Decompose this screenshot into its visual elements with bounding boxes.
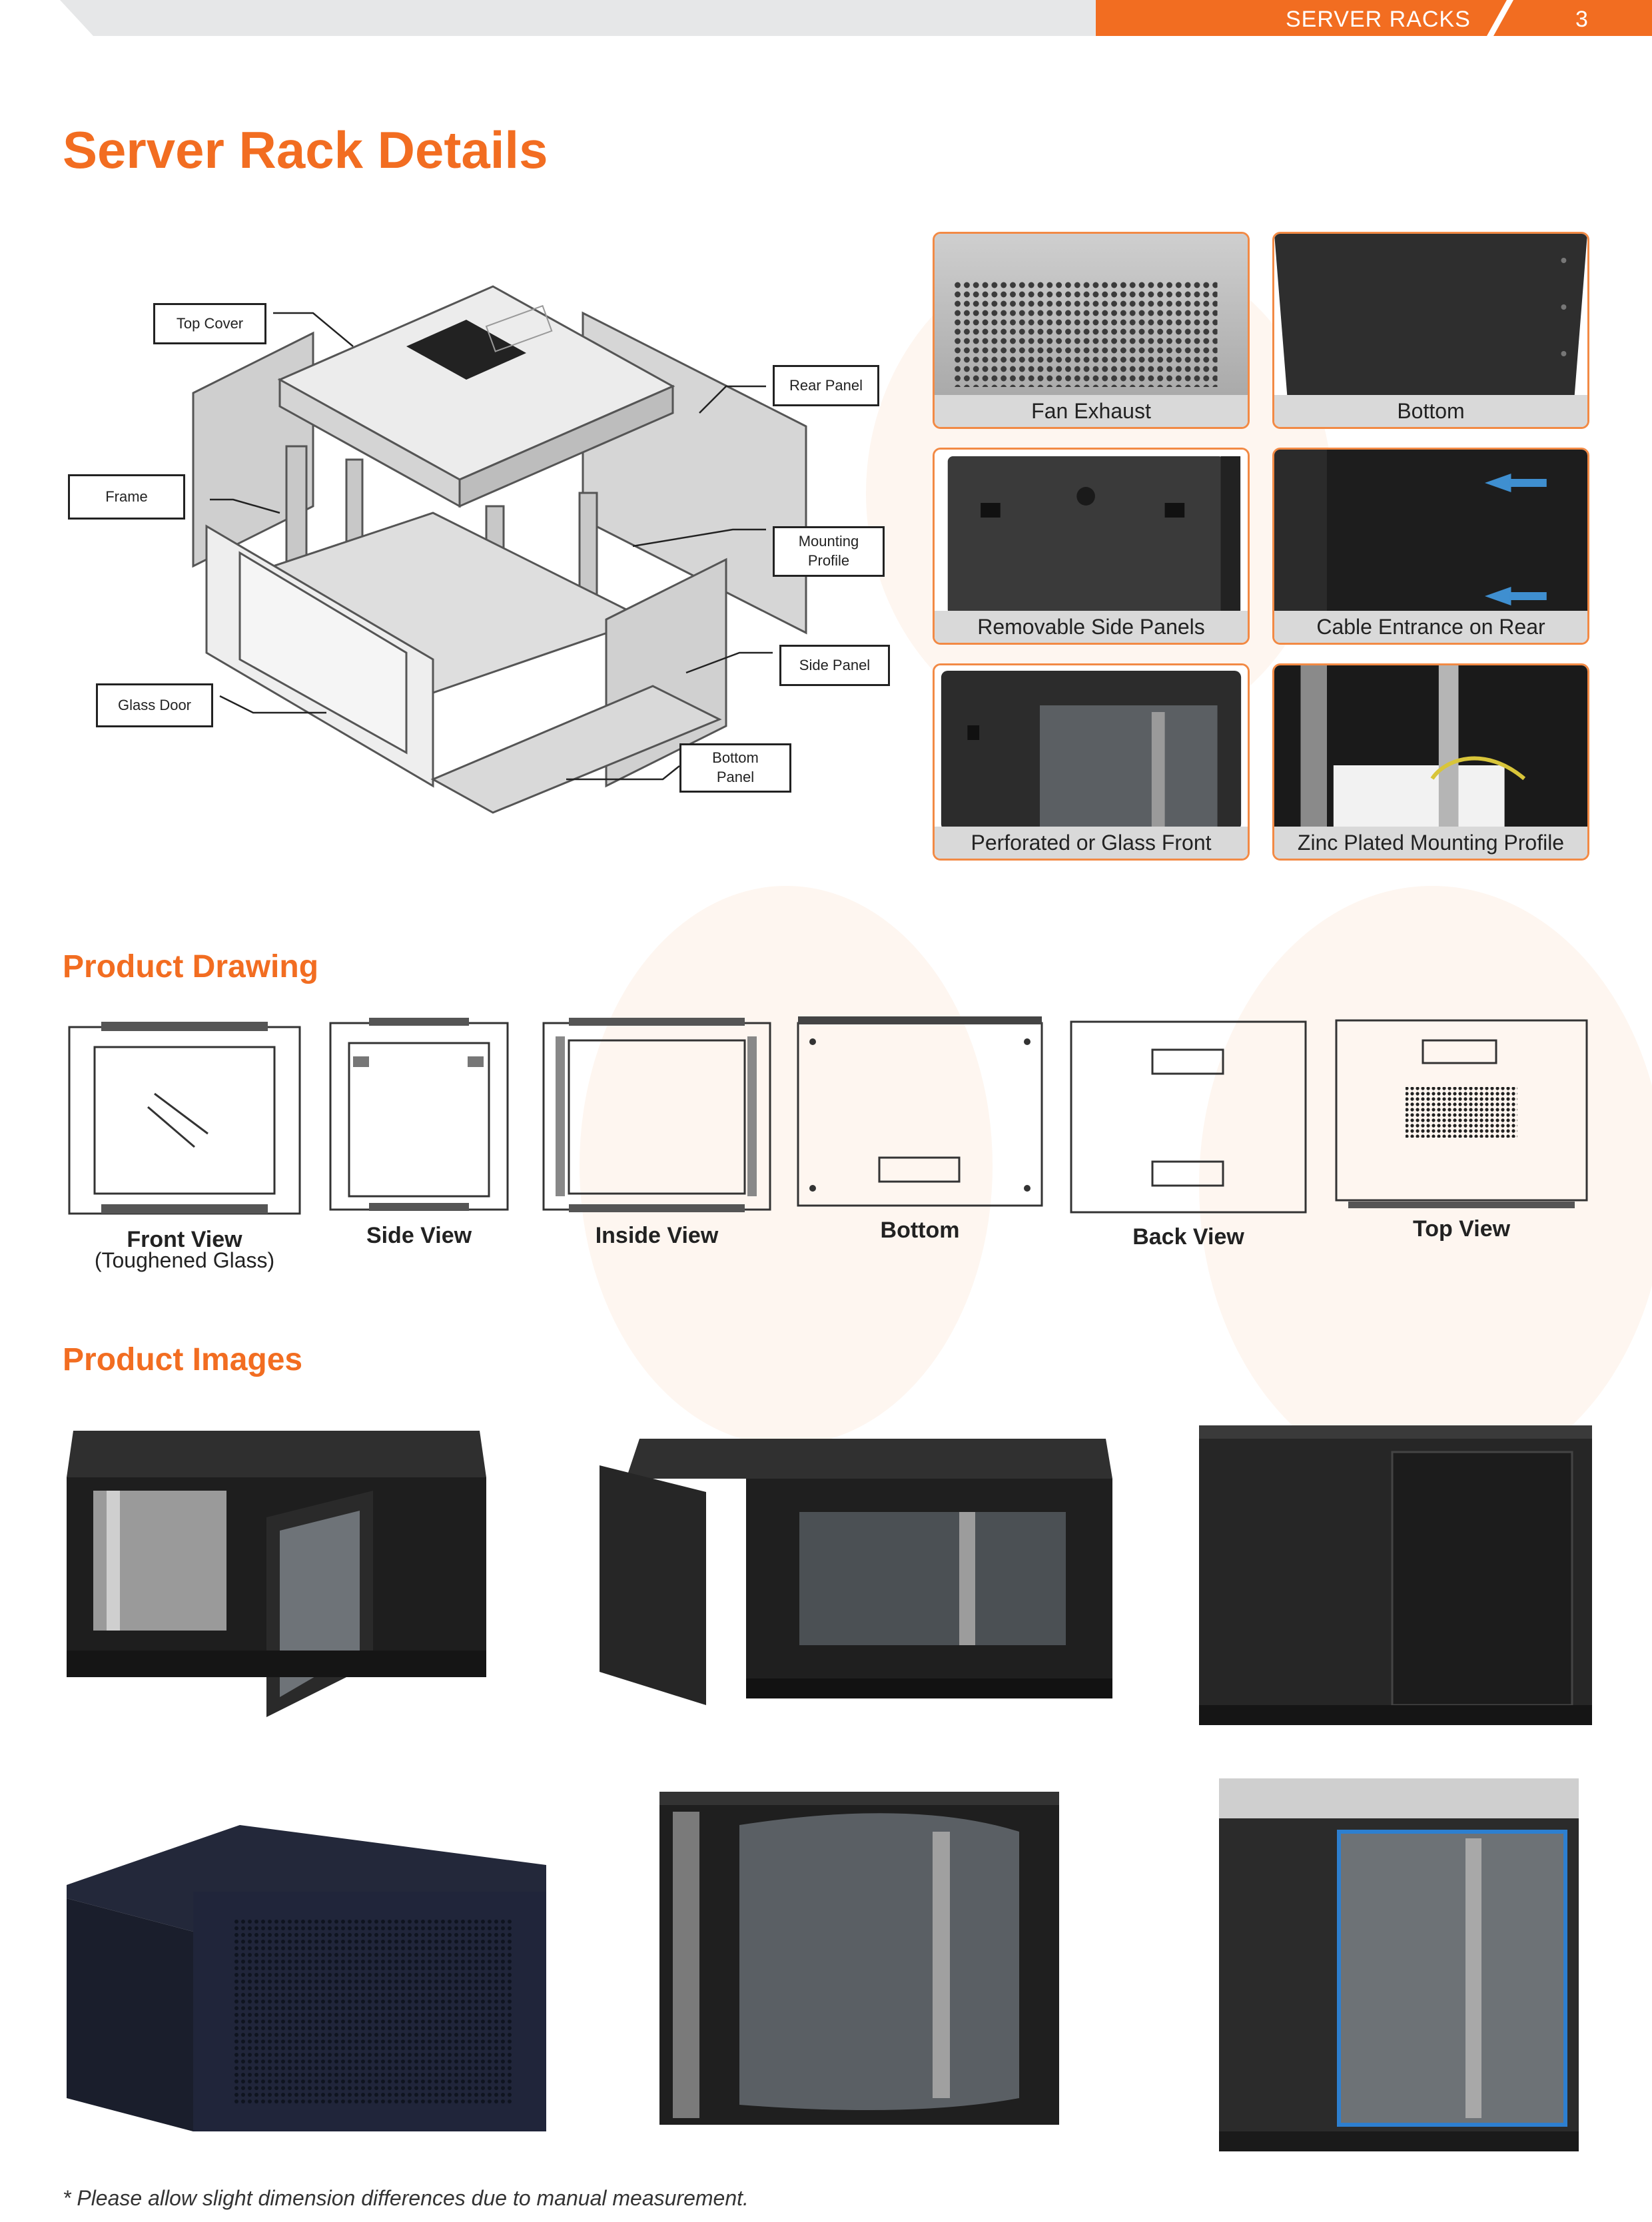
detail-card-removable-side-panels: Removable Side Panels bbox=[933, 448, 1250, 645]
front-view-label: Front View bbox=[127, 1227, 242, 1252]
detail-caption: Fan Exhaust bbox=[935, 395, 1248, 427]
top-view-label: Top View bbox=[1412, 1216, 1511, 1242]
detail-caption: Cable Entrance on Rear bbox=[1274, 611, 1587, 643]
bottom-photo bbox=[1274, 234, 1587, 399]
callout-bottom-panel-line1: Bottom bbox=[712, 749, 759, 767]
front-view-note: (Toughened Glass) bbox=[94, 1248, 275, 1272]
callout-bottom-panel-line2: Panel bbox=[716, 769, 755, 785]
detail-card-mounting-profile: Zinc Plated Mounting Profile bbox=[1272, 663, 1589, 861]
inside-view-drawing bbox=[542, 1018, 771, 1212]
bottom-view-drawing bbox=[797, 1016, 1043, 1207]
detail-card-glass-front: Perforated or Glass Front bbox=[933, 663, 1250, 861]
product-photo-perforated-front bbox=[67, 1825, 546, 2131]
callout-side-panel: Side Panel bbox=[779, 645, 890, 686]
back-view-label: Back View bbox=[1132, 1224, 1244, 1250]
callout-rear-panel: Rear Panel bbox=[773, 365, 879, 406]
fan-exhaust-photo bbox=[935, 234, 1248, 399]
detail-card-bottom: Bottom bbox=[1272, 232, 1589, 429]
cable-entrance-photo bbox=[1274, 450, 1587, 615]
footnote: * Please allow slight dimension differen… bbox=[63, 2186, 749, 2210]
product-photo-open-door bbox=[67, 1431, 486, 1717]
side-view-label: Side View bbox=[366, 1223, 472, 1248]
callout-glass-door: Glass Door bbox=[96, 683, 213, 727]
header-section-label: SERVER RACKS bbox=[1286, 7, 1471, 32]
glass-front-photo bbox=[935, 665, 1248, 831]
callout-bottom-panel: Bottom Panel bbox=[679, 743, 791, 793]
side-view-drawing bbox=[329, 1018, 509, 1211]
detail-caption: Perforated or Glass Front bbox=[935, 827, 1248, 859]
zinc-mounting-profile-photo bbox=[1274, 665, 1587, 831]
detail-card-cable-entrance: Cable Entrance on Rear bbox=[1272, 448, 1589, 645]
header-bar bbox=[60, 0, 1099, 36]
inside-view-label: Inside View bbox=[595, 1223, 719, 1248]
product-drawing-heading: Product Drawing bbox=[63, 949, 319, 984]
detail-caption: Zinc Plated Mounting Profile bbox=[1274, 827, 1587, 859]
product-photo-blue-trim-glass bbox=[1219, 1778, 1579, 2151]
callout-mounting-profile-line1: Mounting bbox=[798, 533, 859, 550]
background-shape bbox=[1199, 886, 1652, 1485]
bottom-view-label: Bottom bbox=[880, 1218, 960, 1243]
product-photo-solid-door bbox=[1199, 1425, 1592, 1725]
rack-exploded-illustration bbox=[192, 285, 807, 814]
product-images-heading: Product Images bbox=[63, 1342, 303, 1377]
removable-side-panels-photo bbox=[935, 450, 1248, 615]
page-title: Server Rack Details bbox=[63, 121, 548, 179]
callout-mounting-profile: Mounting Profile bbox=[773, 526, 885, 577]
detail-caption: Bottom bbox=[1274, 395, 1587, 427]
product-photo-curved-glass bbox=[659, 1792, 1059, 2125]
callout-top-cover: Top Cover bbox=[153, 303, 266, 344]
header-section-bar bbox=[1096, 0, 1652, 36]
top-view-drawing bbox=[1335, 1019, 1588, 1208]
exploded-rack-diagram: Top Cover Rear Panel Frame Mounting Prof… bbox=[60, 260, 913, 833]
product-photo-side-panel-removed bbox=[600, 1439, 1112, 1705]
callout-frame: Frame bbox=[68, 474, 185, 520]
callout-mounting-profile-line2: Profile bbox=[807, 552, 850, 569]
page-number: 3 bbox=[1575, 7, 1589, 32]
back-view-drawing bbox=[1070, 1020, 1307, 1214]
detail-caption: Removable Side Panels bbox=[935, 611, 1248, 643]
detail-card-fan-exhaust: Fan Exhaust bbox=[933, 232, 1250, 429]
background-shape bbox=[580, 886, 993, 1445]
front-view-drawing bbox=[68, 1022, 301, 1215]
